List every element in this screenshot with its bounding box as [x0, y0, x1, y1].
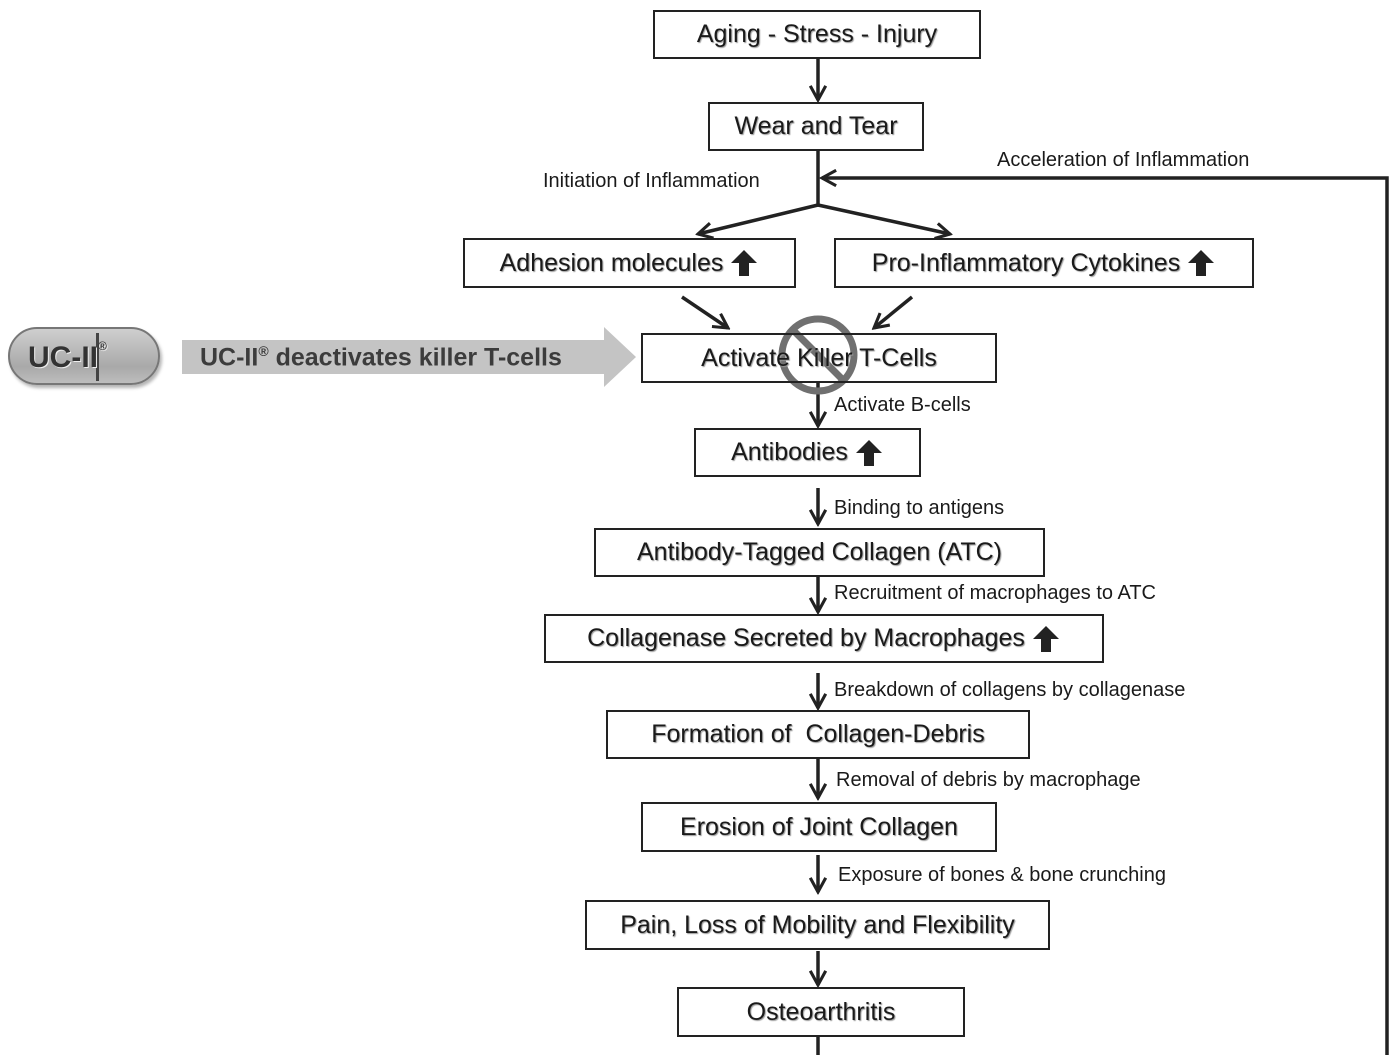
node-adhesion-label: Adhesion molecules	[499, 248, 724, 277]
increase-arrow-icon	[731, 250, 758, 276]
node-osteoarthritis-label: Osteoarthritis	[746, 997, 896, 1026]
ucii-capsule-logo: UC-II®	[8, 327, 160, 385]
label-acceleration: Acceleration of Inflammation	[997, 149, 1250, 171]
label-initiation: Initiation of Inflammation	[543, 170, 760, 192]
node-killer-tcells: Activate Killer T-Cells	[641, 333, 997, 383]
node-debris: Formation of Collagen-Debris	[606, 710, 1030, 759]
arrow-cytokines-to-tcells	[874, 295, 914, 328]
prohibit-icon	[778, 315, 858, 395]
arrow-to-cytokines	[817, 203, 950, 234]
node-cytokines-label: Pro-Inflammatory Cytokines	[871, 248, 1181, 277]
node-cytokines: Pro-Inflammatory Cytokines	[834, 238, 1254, 288]
node-atc: Antibody-Tagged Collagen (ATC)	[594, 528, 1045, 577]
node-osteoarthritis: Osteoarthritis	[677, 987, 965, 1037]
capsule-label: UC-II®	[28, 339, 107, 374]
node-aging: Aging - Stress - Injury	[653, 10, 981, 59]
arrow-adhesion-to-tcells	[681, 295, 728, 328]
increase-arrow-icon	[855, 439, 882, 466]
label-binding: Binding to antigens	[834, 497, 1005, 519]
arrow-to-adhesion	[698, 203, 819, 234]
deactivate-arrow-shape	[182, 327, 636, 387]
label-removal: Removal of debris by macrophage	[836, 769, 1141, 791]
acceleration-loop	[822, 178, 1389, 1055]
node-atc-label: Antibody-Tagged Collagen (ATC)	[636, 538, 1002, 566]
node-aging-label: Aging - Stress - Injury	[696, 20, 938, 48]
node-pain: Pain, Loss of Mobility and Flexibility	[585, 900, 1050, 950]
label-recruitment: Recruitment of macrophages to ATC	[834, 582, 1156, 604]
node-pain-label: Pain, Loss of Mobility and Flexibility	[620, 910, 1015, 939]
node-antibodies-label: Antibodies	[731, 438, 848, 466]
increase-arrow-icon	[1188, 250, 1215, 276]
node-collagenase-label: Collagenase Secreted by Macrophages	[587, 624, 1025, 652]
node-debris-label: Formation of Collagen-Debris	[651, 720, 985, 748]
node-erosion-label: Erosion of Joint Collagen	[680, 812, 958, 841]
label-b-cells: Activate B-cells	[834, 394, 971, 416]
label-breakdown: Breakdown of collagens by collagenase	[834, 679, 1186, 701]
node-killer-tcells-label: Activate Killer T-Cells	[701, 343, 937, 372]
capsule-divider	[96, 333, 99, 381]
node-collagenase: Collagenase Secreted by Macrophages	[544, 614, 1104, 663]
increase-arrow-icon	[1032, 625, 1059, 652]
node-wear-label: Wear and Tear	[734, 112, 898, 140]
node-erosion: Erosion of Joint Collagen	[641, 802, 997, 852]
deactivate-arrow-label: UC-II® deactivates killer T-cells	[200, 343, 562, 372]
label-exposure: Exposure of bones & bone crunching	[838, 864, 1166, 886]
node-wear: Wear and Tear	[708, 102, 924, 151]
node-adhesion: Adhesion molecules	[463, 238, 796, 288]
node-antibodies: Antibodies	[694, 428, 921, 477]
